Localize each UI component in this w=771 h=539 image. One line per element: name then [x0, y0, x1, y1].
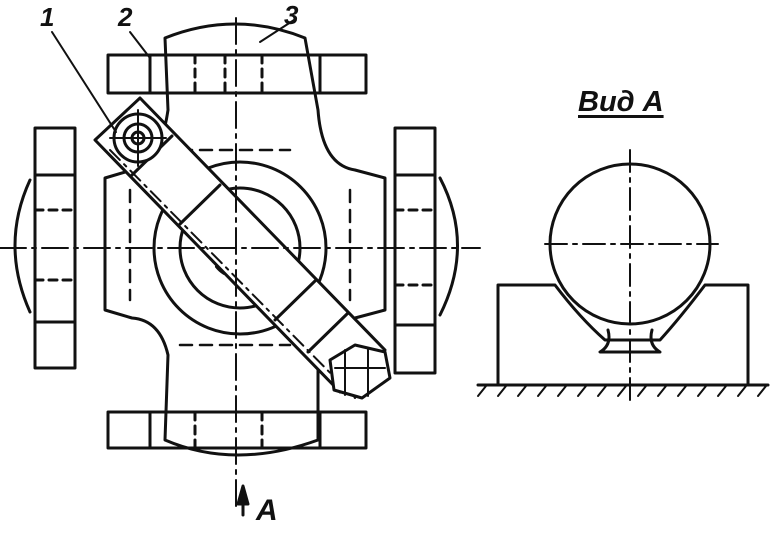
- cross-body: [103, 22, 387, 457]
- section-arrow-label: A: [256, 494, 278, 527]
- bottom-nut: [328, 343, 392, 400]
- hidden-edges: [128, 148, 352, 347]
- right-flange: [393, 126, 437, 375]
- leader-lines: [51, 19, 295, 133]
- top-bolt: [109, 109, 167, 167]
- view-a: [476, 149, 770, 401]
- right-end-cap: [438, 176, 459, 317]
- part-label-2: 2: [118, 2, 133, 32]
- view-a-title: Вид А: [578, 86, 664, 118]
- main-centerlines: [0, 17, 481, 511]
- left-end-cap: [13, 178, 32, 314]
- part-label-1: 1: [40, 2, 55, 32]
- section-arrow-a: [236, 484, 250, 517]
- part-label-3: 3: [284, 0, 299, 30]
